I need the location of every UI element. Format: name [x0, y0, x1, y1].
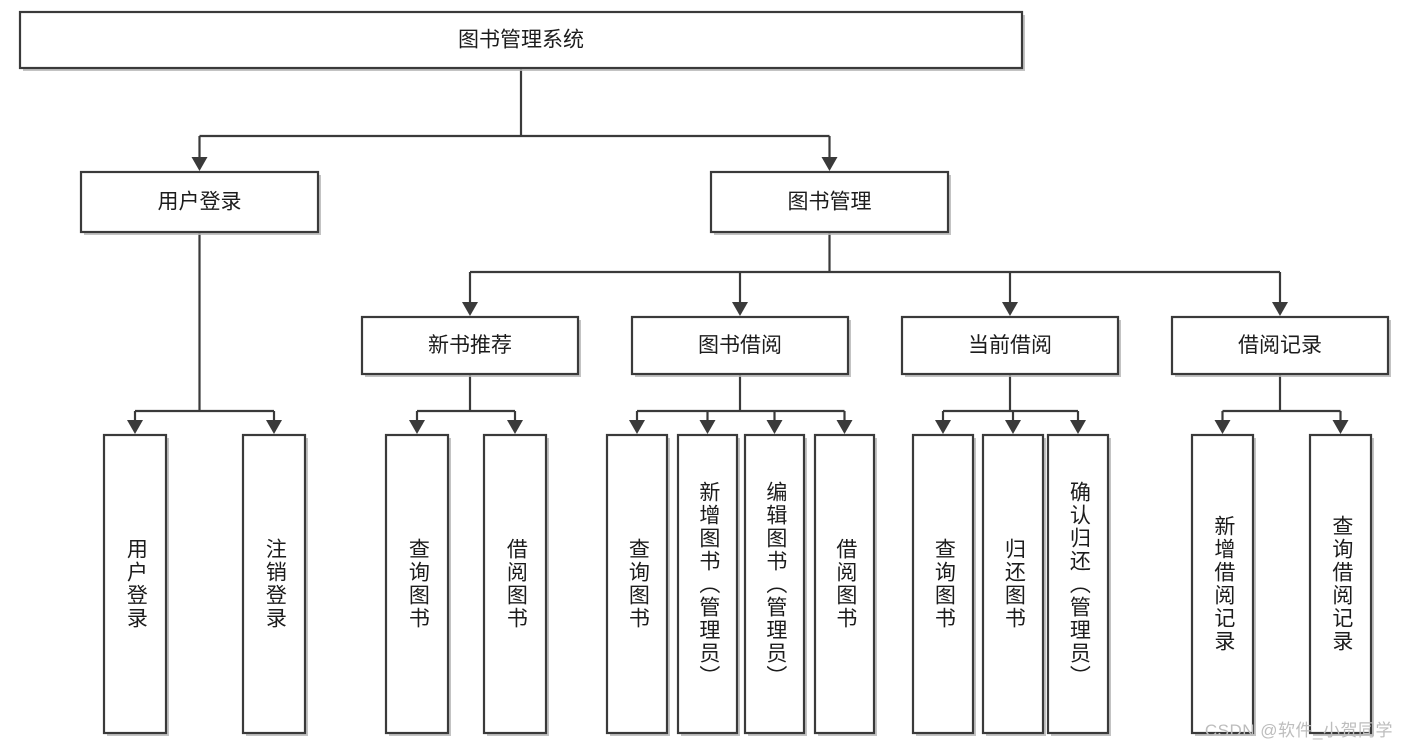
connector-arrow-icon	[1002, 302, 1018, 316]
node-user-login[interactable]	[79, 170, 321, 235]
node-box[interactable]	[482, 433, 548, 735]
node-box[interactable]	[676, 433, 739, 735]
node-leaf-edit-book-admin[interactable]	[743, 433, 807, 736]
node-label-current-borrow: 当前借阅	[968, 334, 1052, 357]
node-box[interactable]	[360, 315, 580, 376]
node-label-user-login: 用户登录	[158, 191, 242, 214]
node-leaf-add-borrow-record[interactable]	[1190, 433, 1256, 736]
node-new-book-recommend[interactable]	[360, 315, 581, 377]
connector-arrow-icon	[1214, 420, 1231, 434]
connector-arrow-icon	[1332, 420, 1349, 434]
node-leaf-query-borrow-record[interactable]	[1308, 433, 1374, 736]
node-box[interactable]	[384, 433, 450, 735]
node-box[interactable]	[79, 170, 320, 234]
node-leaf-borrow-book-recommend[interactable]	[482, 433, 549, 736]
node-borrow-records[interactable]	[1170, 315, 1391, 377]
connectors-layer	[127, 68, 1349, 434]
node-leaf-borrow-book[interactable]	[813, 433, 877, 736]
node-leaf-query-book-current[interactable]	[911, 433, 976, 736]
connector-arrow-icon	[821, 157, 838, 171]
node-root[interactable]	[18, 10, 1025, 71]
node-box[interactable]	[1308, 433, 1373, 735]
connector-arrow-icon	[732, 302, 748, 316]
node-leaf-logout-login[interactable]	[241, 433, 308, 736]
node-box[interactable]	[1170, 315, 1390, 376]
node-box[interactable]	[241, 433, 307, 735]
node-current-borrow[interactable]	[900, 315, 1121, 377]
node-box[interactable]	[981, 433, 1045, 735]
connector-arrow-icon	[629, 420, 645, 434]
node-label-book-management: 图书管理	[788, 191, 872, 214]
connector-arrow-icon	[409, 420, 425, 434]
node-box[interactable]	[813, 433, 876, 735]
connector-arrow-icon	[1005, 420, 1021, 434]
node-box[interactable]	[18, 10, 1024, 70]
connector-arrow-icon	[127, 420, 143, 434]
connector-arrow-icon	[191, 157, 208, 171]
connector-arrow-icon	[766, 420, 783, 434]
node-box[interactable]	[911, 433, 975, 735]
node-book-borrow[interactable]	[630, 315, 851, 377]
connector-arrow-icon	[266, 420, 282, 434]
connector-arrow-icon	[1070, 420, 1086, 434]
node-label-root: 图书管理系统	[458, 29, 584, 52]
node-box[interactable]	[605, 433, 669, 735]
node-label-borrow-records: 借阅记录	[1238, 334, 1322, 357]
node-leaf-confirm-return-admin[interactable]	[1046, 433, 1111, 736]
node-box[interactable]	[1190, 433, 1255, 735]
connector-arrow-icon	[462, 302, 478, 316]
node-label-new-book-recommend: 新书推荐	[428, 334, 512, 357]
node-leaf-user-login[interactable]	[102, 433, 169, 736]
node-leaf-query-book-recommend[interactable]	[384, 433, 451, 736]
node-box[interactable]	[709, 170, 950, 234]
connector-arrow-icon	[699, 420, 716, 434]
connector-arrow-icon	[935, 420, 951, 434]
node-leaf-add-book-admin[interactable]	[676, 433, 740, 736]
node-box[interactable]	[630, 315, 850, 376]
node-book-management[interactable]	[709, 170, 951, 235]
node-box[interactable]	[1046, 433, 1110, 735]
connector-arrow-icon	[1272, 302, 1288, 316]
node-label-book-borrow: 图书借阅	[698, 334, 782, 357]
node-box[interactable]	[900, 315, 1120, 376]
node-box[interactable]	[102, 433, 168, 735]
connector-arrow-icon	[507, 420, 523, 434]
boxes-layer	[18, 10, 1391, 736]
node-leaf-query-book-borrow[interactable]	[605, 433, 670, 736]
connector-arrow-icon	[836, 420, 853, 434]
node-box[interactable]	[743, 433, 806, 735]
csdn-watermark: CSDN @软件_小贺同学	[1204, 721, 1393, 740]
node-leaf-return-book[interactable]	[981, 433, 1046, 736]
